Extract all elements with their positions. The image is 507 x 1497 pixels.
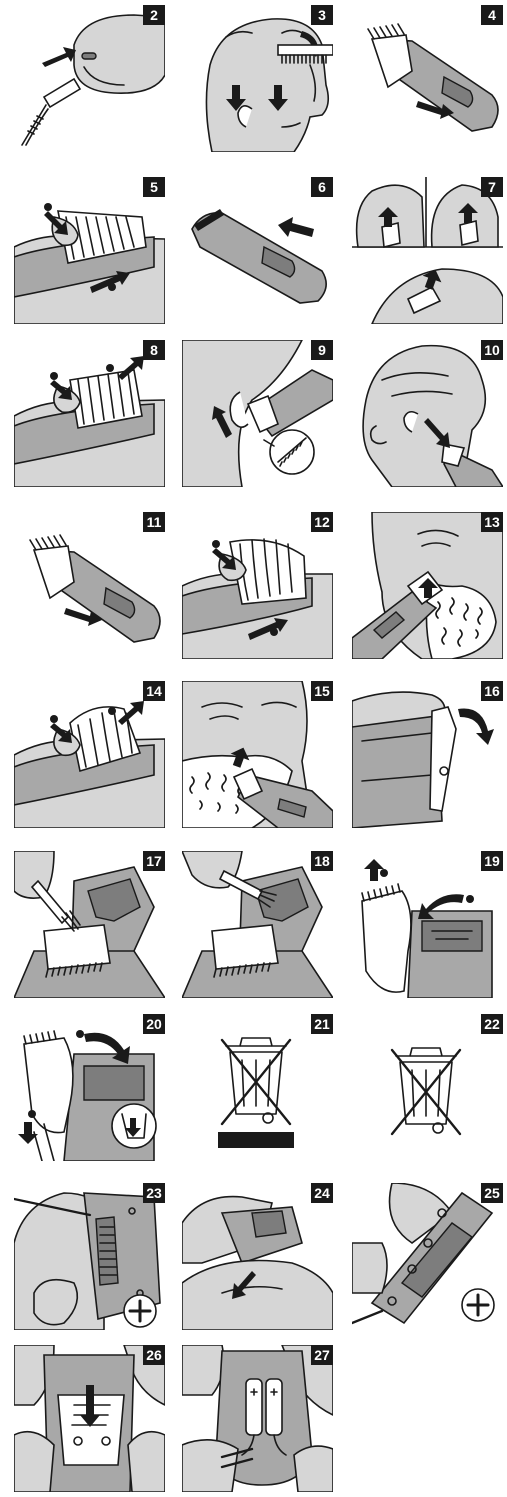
step-number: 20 bbox=[143, 1014, 165, 1034]
adjust-beard-comb-illustration bbox=[182, 512, 333, 659]
step-number: 16 bbox=[481, 681, 503, 701]
clean-brush-illustration bbox=[182, 851, 333, 998]
step-number: 6 bbox=[311, 177, 333, 197]
panel-19: 19 bbox=[352, 851, 503, 998]
step-number: 8 bbox=[143, 340, 165, 360]
panel-12: 12 bbox=[182, 512, 333, 659]
panel-15: 15 bbox=[182, 681, 333, 828]
adjust-comb-illustration bbox=[14, 177, 165, 324]
step-number: 14 bbox=[143, 681, 165, 701]
remove-comb-illustration bbox=[14, 512, 165, 659]
step-number: 22 bbox=[481, 1014, 503, 1034]
panel-20: 20 bbox=[14, 1014, 165, 1161]
panel-24: 24 bbox=[182, 1183, 333, 1330]
panel-18: 18 bbox=[182, 851, 333, 998]
step-number: 25 bbox=[481, 1183, 503, 1203]
panel-10: 10 bbox=[352, 340, 503, 487]
step-number: 7 bbox=[481, 177, 503, 197]
panel-9: 9 bbox=[182, 340, 333, 487]
step-number: 21 bbox=[311, 1014, 333, 1034]
panel-27: 27 bbox=[182, 1345, 333, 1492]
panel-4: 4 bbox=[352, 5, 503, 152]
unscrew-housing-illustration bbox=[14, 1183, 165, 1330]
panel-25: 25 bbox=[352, 1183, 503, 1330]
trimming-beard-illustration bbox=[352, 512, 503, 659]
trimming-neckline-illustration bbox=[352, 340, 503, 487]
panel-6: 6 bbox=[182, 177, 333, 324]
step-number: 27 bbox=[311, 1345, 333, 1365]
trimming-ear-illustration bbox=[182, 340, 333, 487]
panel-11: 11 bbox=[14, 512, 165, 659]
cut-battery-wires-illustration bbox=[182, 1345, 333, 1492]
step-number: 19 bbox=[481, 851, 503, 871]
step-number: 15 bbox=[311, 681, 333, 701]
panel-5: 5 bbox=[14, 177, 165, 324]
panel-3: 3 bbox=[182, 5, 333, 152]
step-number: 18 bbox=[311, 851, 333, 871]
crossed-out-bin-icon bbox=[182, 1014, 333, 1161]
clean-brush-illustration bbox=[14, 851, 165, 998]
panel-16: 16 bbox=[352, 681, 503, 828]
remove-comb-illustration bbox=[352, 5, 503, 152]
step-number: 12 bbox=[311, 512, 333, 532]
panel-8: 8 bbox=[14, 340, 165, 487]
panel-13: 13 bbox=[352, 512, 503, 659]
panel-23: 23 bbox=[14, 1183, 165, 1330]
step-number: 2 bbox=[143, 5, 165, 25]
adapter-plug-illustration bbox=[14, 5, 165, 152]
step-number: 3 bbox=[311, 5, 333, 25]
unscrew-inner-illustration bbox=[352, 1183, 503, 1330]
step-number: 9 bbox=[311, 340, 333, 360]
step-number: 4 bbox=[481, 5, 503, 25]
panel-26: 26 bbox=[14, 1345, 165, 1492]
panel-7: 7 bbox=[352, 177, 503, 324]
crossed-out-bin-icon bbox=[352, 1014, 503, 1161]
step-number: 23 bbox=[143, 1183, 165, 1203]
trimming-beard-illustration bbox=[182, 681, 333, 828]
adjust-beard-comb-illustration bbox=[14, 681, 165, 828]
combing-hair-illustration bbox=[182, 5, 333, 152]
step-number: 17 bbox=[143, 851, 165, 871]
panel-2: 2 bbox=[14, 5, 165, 152]
panel-17: 17 bbox=[14, 851, 165, 998]
detach-cutting-unit-illustration bbox=[352, 851, 503, 998]
step-number: 24 bbox=[311, 1183, 333, 1203]
panel-22: 22 bbox=[352, 1014, 503, 1161]
adjust-comb-illustration bbox=[14, 340, 165, 487]
open-cutting-unit-illustration bbox=[352, 681, 503, 828]
step-number: 10 bbox=[481, 340, 503, 360]
step-number: 11 bbox=[143, 512, 165, 532]
step-number: 13 bbox=[481, 512, 503, 532]
panel-14: 14 bbox=[14, 681, 165, 828]
trimming-head-illustration bbox=[352, 177, 503, 324]
switch-on-illustration bbox=[182, 177, 333, 324]
attach-cutting-unit-illustration bbox=[14, 1014, 165, 1161]
remove-inner-unit-illustration bbox=[14, 1345, 165, 1492]
step-number: 5 bbox=[143, 177, 165, 197]
panel-21: 21 bbox=[182, 1014, 333, 1161]
remove-housing-illustration bbox=[182, 1183, 333, 1330]
step-number: 26 bbox=[143, 1345, 165, 1365]
